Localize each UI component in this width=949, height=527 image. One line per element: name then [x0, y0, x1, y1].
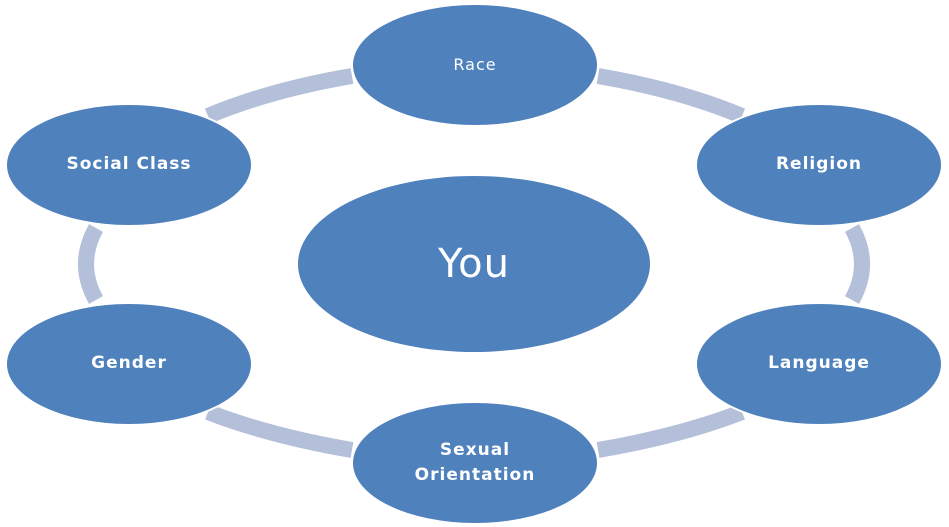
- connector-gender-social-class: [78, 224, 104, 304]
- node-social-class: Social Class: [5, 103, 253, 227]
- node-language: Language: [695, 302, 943, 426]
- connector-religion-language: [844, 224, 870, 304]
- connector-language-sexual-orientation: [596, 404, 745, 458]
- node-gender-label: Gender: [91, 353, 167, 374]
- node-sexual-orientation: Sexual Orientation: [351, 401, 599, 525]
- node-language-label: Language: [768, 353, 870, 374]
- node-race: Race: [351, 3, 599, 127]
- node-sexual-orientation-label: Sexual Orientation: [414, 439, 536, 486]
- connector-social-class-race: [204, 68, 354, 124]
- center-node-you: You: [296, 174, 652, 354]
- node-religion: Religion: [695, 103, 943, 227]
- node-gender: Gender: [5, 302, 253, 426]
- connector-sexual-orientation-gender: [205, 404, 354, 458]
- node-social-class-label: Social Class: [66, 154, 192, 175]
- center-node-label: You: [438, 241, 510, 287]
- connector-race-religion: [596, 68, 746, 124]
- node-religion-label: Religion: [775, 154, 863, 175]
- node-race-label: Race: [453, 55, 497, 74]
